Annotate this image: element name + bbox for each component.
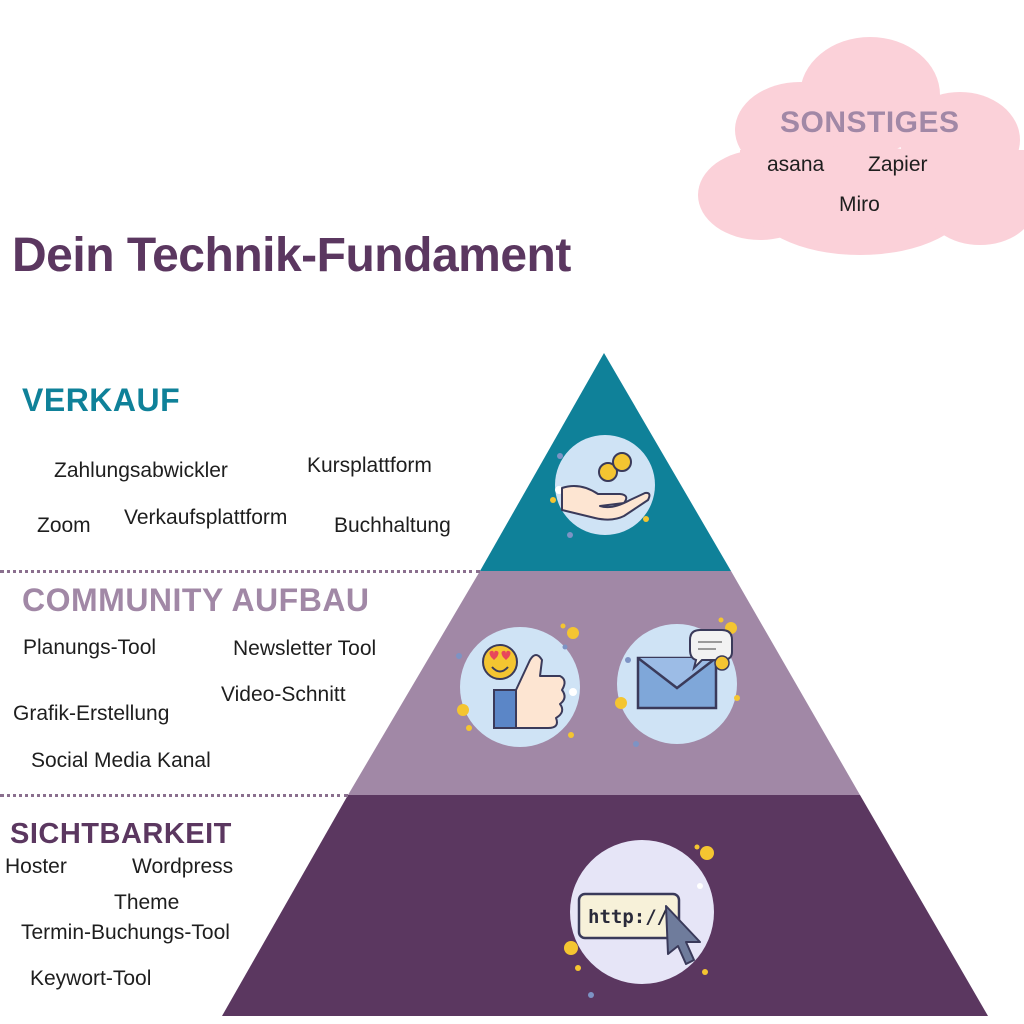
tool-theme: Theme: [114, 891, 180, 914]
section-heading-verkauf: VERKAUF: [22, 382, 181, 418]
sonstiges-item-miro: Miro: [839, 193, 880, 216]
page-title: Dein Technik-Fundament: [12, 229, 571, 282]
tool-keywort-tool: Keywort-Tool: [30, 967, 152, 990]
tool-verkaufsplattform: Verkaufsplattform: [124, 506, 288, 529]
url-text: http://: [588, 906, 668, 928]
tool-grafik-erstellung: Grafik-Erstellung: [13, 702, 170, 725]
cursor-icon: [665, 905, 701, 965]
chat-bubble-icon: [689, 629, 733, 672]
coins-hand-icon: [550, 435, 655, 538]
tool-social-media-kanal: Social Media Kanal: [31, 749, 211, 772]
tool-hoster: Hoster: [5, 855, 67, 878]
tool-wordpress: Wordpress: [132, 855, 234, 878]
sonstiges-item-asana: asana: [767, 153, 825, 176]
divider-verkauf-community: [0, 570, 480, 573]
divider-community-sichtbarkeit: [0, 794, 348, 797]
sonstiges-heading: SONSTIGES: [780, 106, 960, 139]
tool-buchhaltung: Buchhaltung: [334, 514, 451, 537]
heart-eyes-emoji-icon: [482, 644, 518, 680]
tool-kursplattform: Kursplattform: [307, 454, 432, 477]
pyramid-level-community: [348, 571, 860, 795]
sonstiges-item-zapier: Zapier: [868, 153, 928, 176]
tool-zoom: Zoom: [37, 514, 91, 537]
tool-zahlungsabwickler: Zahlungsabwickler: [54, 459, 228, 482]
section-heading-sichtbarkeit: SICHTBARKEIT: [10, 818, 232, 850]
tool-termin-buchungs-tool: Termin-Buchungs-Tool: [21, 921, 230, 944]
tool-video-schnitt: Video-Schnitt: [221, 683, 346, 706]
section-heading-community: COMMUNITY AUFBAU: [22, 582, 370, 618]
tool-planungs-tool: Planungs-Tool: [23, 636, 157, 659]
tool-newsletter-tool: Newsletter Tool: [233, 637, 377, 660]
